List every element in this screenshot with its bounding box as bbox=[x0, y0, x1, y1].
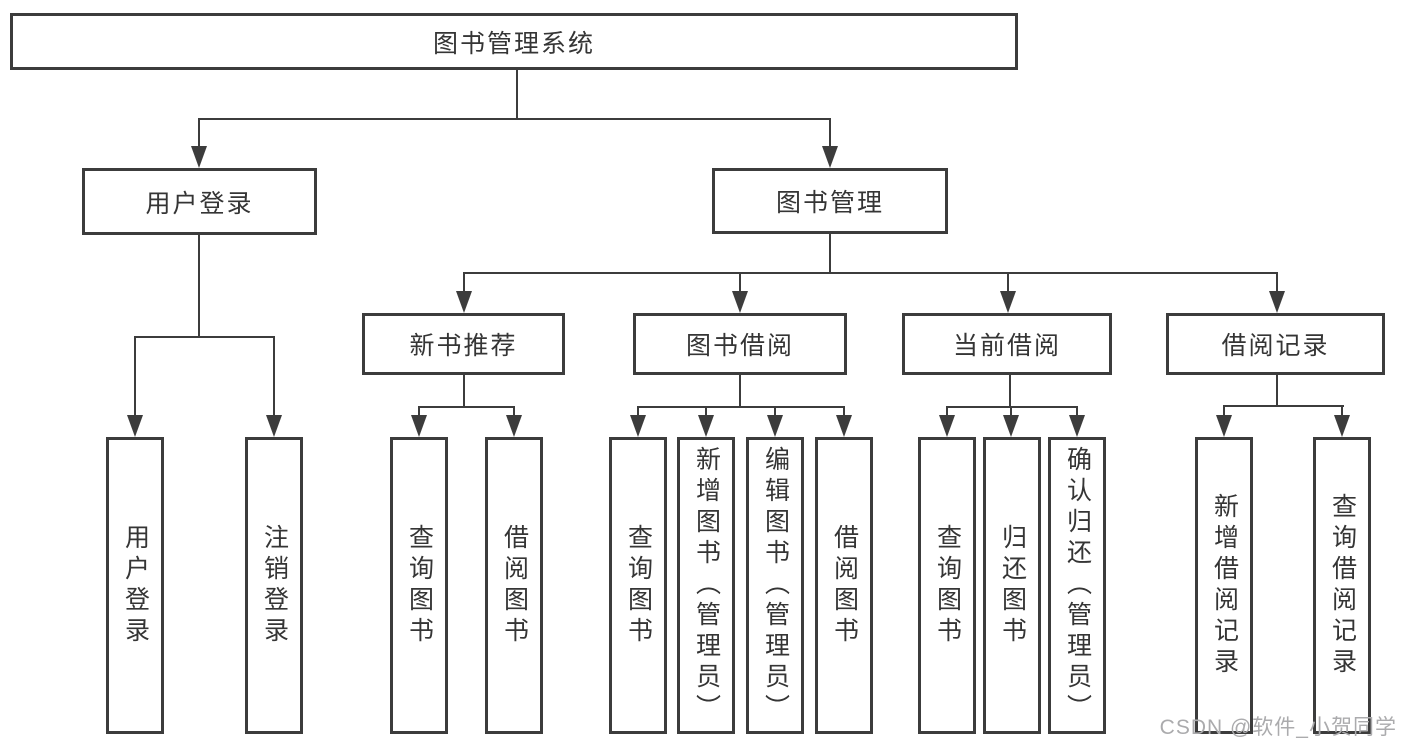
csdn-watermark: CSDN @软件_小贺同学 bbox=[1159, 716, 1397, 739]
connector-drop bbox=[1341, 405, 1343, 416]
connector-to-user-login bbox=[198, 118, 200, 148]
leaf-edit-books-admin: 编辑图书（管理员） bbox=[746, 437, 804, 734]
leaf-query-books-recommend: 查询图书 bbox=[390, 437, 448, 734]
connector-root-stem bbox=[516, 70, 518, 118]
connector-drop bbox=[134, 336, 136, 416]
connector-new-book-bus bbox=[418, 406, 515, 408]
connector-user-login-stem bbox=[198, 235, 200, 336]
arrow-down-icon bbox=[630, 415, 646, 437]
connector-drop bbox=[1276, 272, 1278, 292]
leaf-logout: 注销登录 bbox=[245, 437, 303, 734]
connector-book-mgmt-stem bbox=[829, 234, 831, 272]
leaf-return-books: 归还图书 bbox=[983, 437, 1041, 734]
connector-drop bbox=[1007, 272, 1009, 292]
connector-current-bus bbox=[946, 406, 1078, 408]
node-new-book-recommendation: 新书推荐 bbox=[362, 313, 565, 375]
leaf-query-borrow-record: 查询借阅记录 bbox=[1313, 437, 1371, 734]
arrow-down-icon bbox=[767, 415, 783, 437]
arrow-down-icon bbox=[1000, 291, 1016, 313]
connector-borrowing-bus bbox=[637, 406, 845, 408]
connector-drop bbox=[1010, 406, 1012, 416]
arrow-down-icon bbox=[1216, 415, 1232, 437]
arrow-down-icon bbox=[411, 415, 427, 437]
arrow-down-icon bbox=[1003, 415, 1019, 437]
arrow-down-icon bbox=[698, 415, 714, 437]
leaf-user-login: 用户登录 bbox=[106, 437, 164, 734]
connector-drop bbox=[774, 406, 776, 416]
connector-book-mgmt-bus bbox=[463, 272, 1278, 274]
node-borrowing-records: 借阅记录 bbox=[1166, 313, 1385, 375]
connector-drop bbox=[946, 406, 948, 416]
connector-drop bbox=[418, 406, 420, 416]
connector-user-login-bus bbox=[134, 336, 275, 338]
arrow-down-icon bbox=[939, 415, 955, 437]
connector-root-bus bbox=[198, 118, 831, 120]
leaf-add-books-admin: 新增图书（管理员） bbox=[677, 437, 735, 734]
leaf-borrow-books-recommend: 借阅图书 bbox=[485, 437, 543, 734]
connector-drop bbox=[1223, 405, 1225, 416]
arrow-down-icon bbox=[1269, 291, 1285, 313]
leaf-borrow-books: 借阅图书 bbox=[815, 437, 873, 734]
connector-drop bbox=[1076, 406, 1078, 416]
connector-current-stem bbox=[1009, 375, 1011, 406]
connector-drop bbox=[273, 336, 275, 416]
connector-drop bbox=[843, 406, 845, 416]
leaf-confirm-return-admin: 确认归还（管理员） bbox=[1048, 437, 1106, 734]
connector-drop bbox=[739, 272, 741, 292]
connector-new-book-stem bbox=[463, 375, 465, 406]
leaf-query-books-current: 查询图书 bbox=[918, 437, 976, 734]
arrow-down-icon bbox=[1069, 415, 1085, 437]
node-book-borrowing: 图书借阅 bbox=[633, 313, 847, 375]
connector-drop bbox=[637, 406, 639, 416]
connector-drop bbox=[463, 272, 465, 292]
arrow-down-icon bbox=[266, 415, 282, 437]
connector-to-book-mgmt bbox=[829, 118, 831, 148]
arrow-down-icon bbox=[127, 415, 143, 437]
arrow-down-icon bbox=[822, 146, 838, 168]
connector-borrowing-stem bbox=[739, 375, 741, 406]
arrow-down-icon bbox=[1334, 415, 1350, 437]
node-book-management: 图书管理 bbox=[712, 168, 948, 234]
arrow-down-icon bbox=[732, 291, 748, 313]
arrow-down-icon bbox=[836, 415, 852, 437]
connector-records-bus bbox=[1223, 405, 1344, 407]
arrow-down-icon bbox=[456, 291, 472, 313]
leaf-query-books-borrowing: 查询图书 bbox=[609, 437, 667, 734]
connector-drop bbox=[705, 406, 707, 416]
leaf-add-borrow-record: 新增借阅记录 bbox=[1195, 437, 1253, 734]
connector-drop bbox=[513, 406, 515, 416]
node-current-borrowing: 当前借阅 bbox=[902, 313, 1112, 375]
connector-records-stem bbox=[1276, 375, 1278, 405]
node-user-login: 用户登录 bbox=[82, 168, 317, 235]
arrow-down-icon bbox=[191, 146, 207, 168]
node-library-management-system: 图书管理系统 bbox=[10, 13, 1018, 70]
arrow-down-icon bbox=[506, 415, 522, 437]
